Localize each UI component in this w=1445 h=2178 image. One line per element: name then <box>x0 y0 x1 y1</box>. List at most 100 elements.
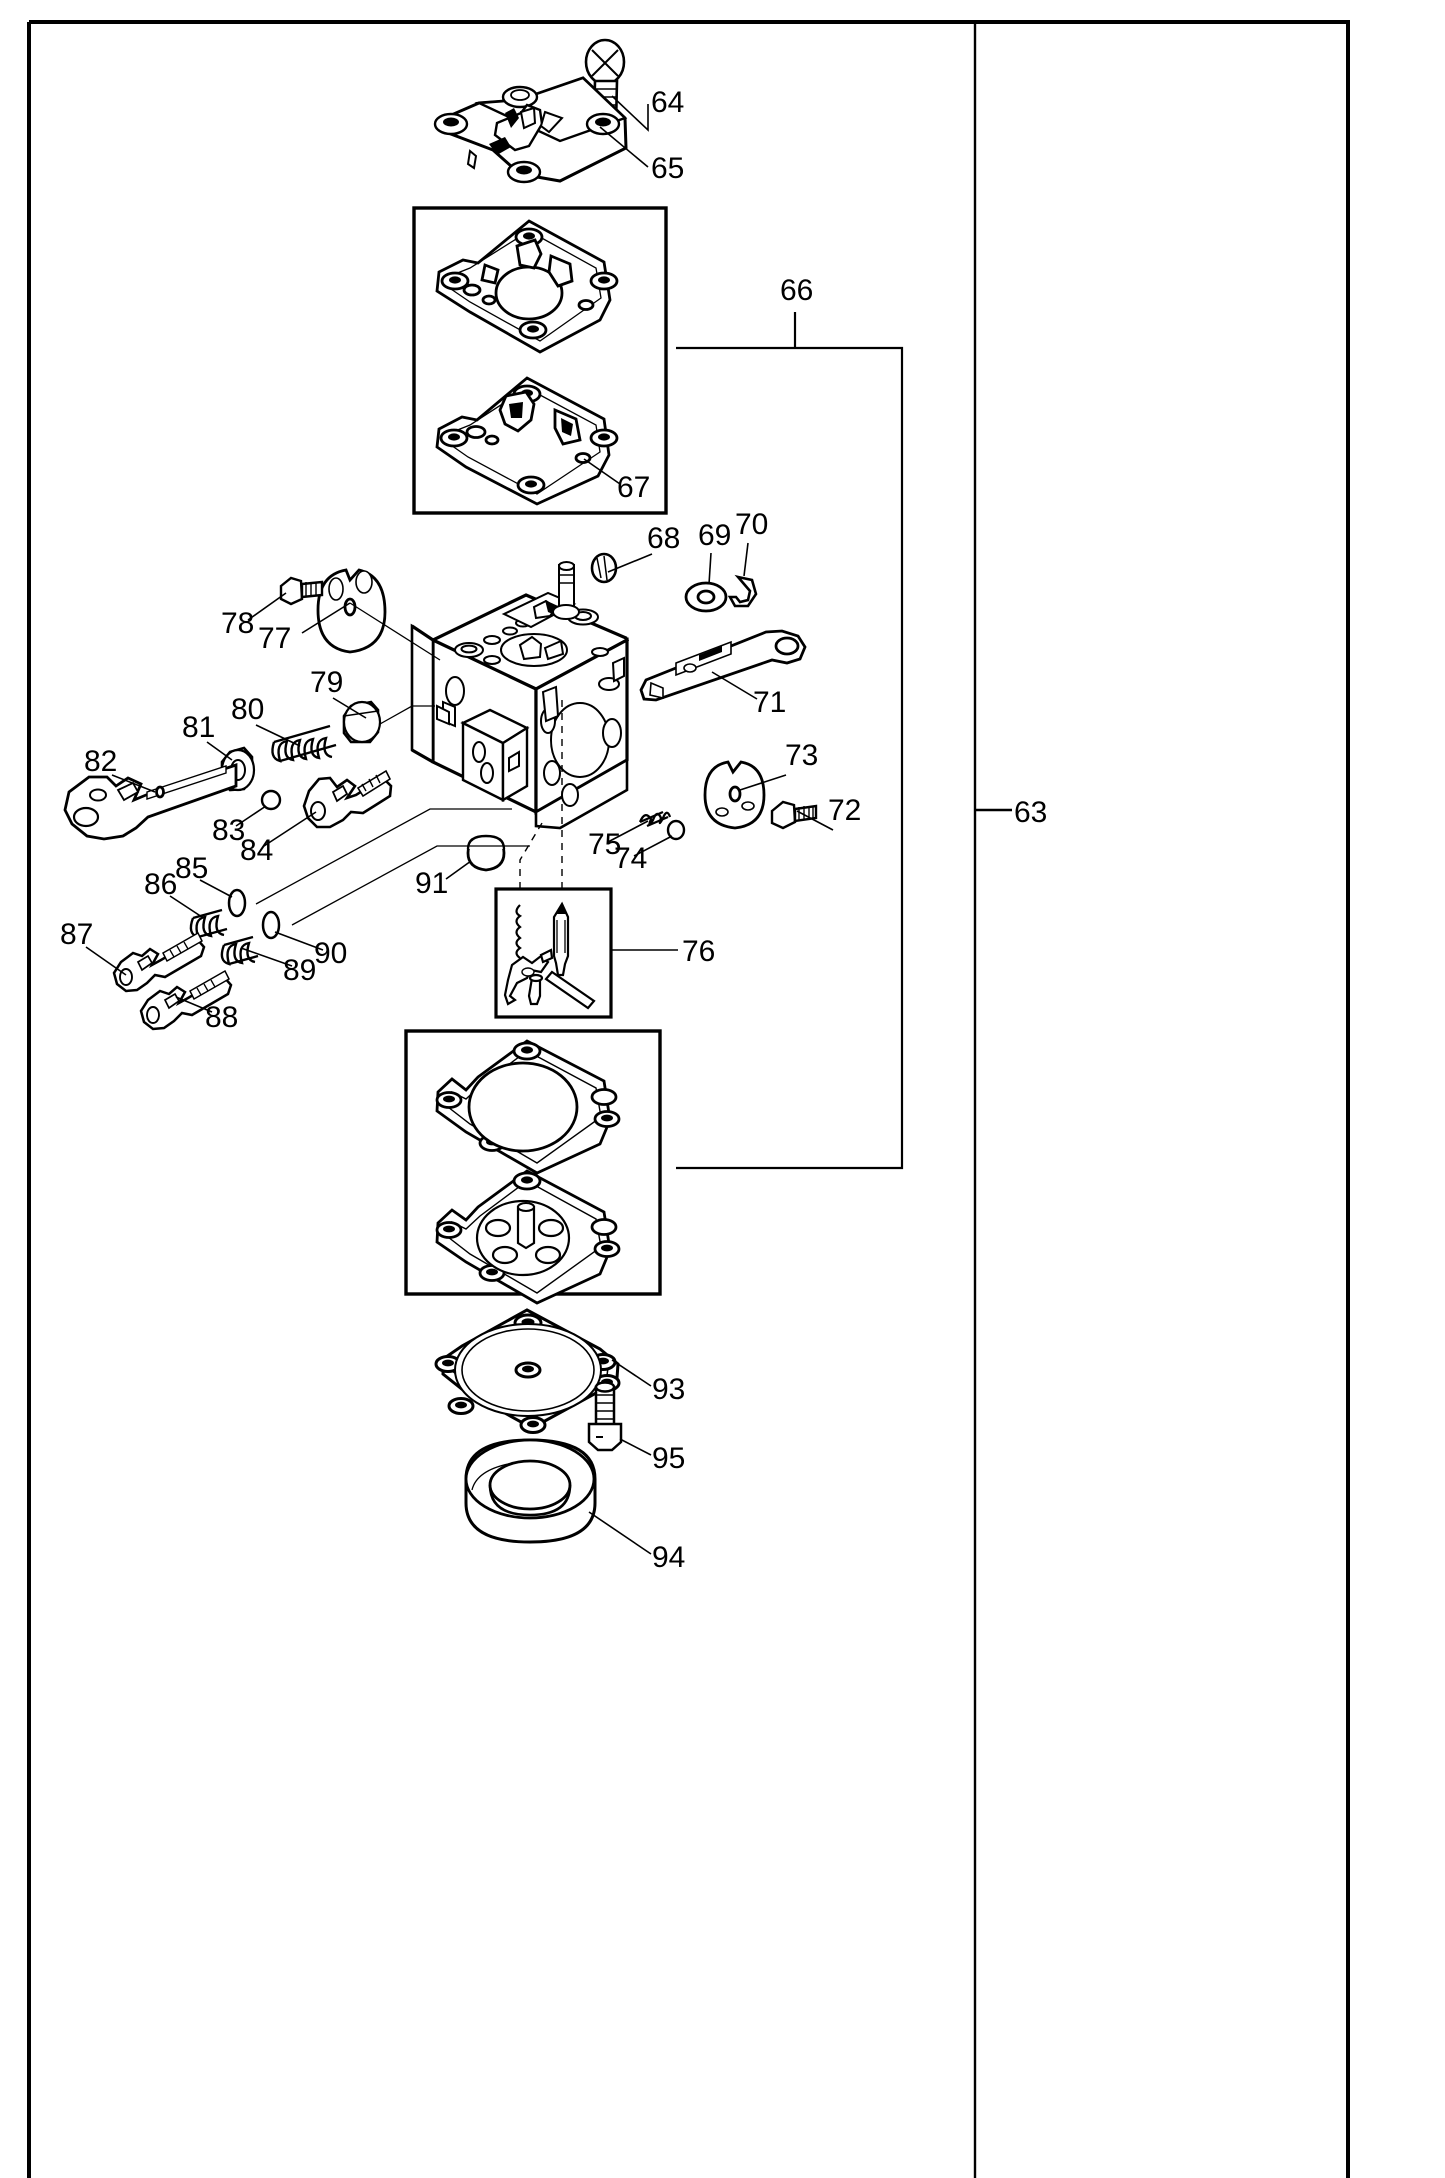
leader-85 <box>199 879 233 898</box>
sub-box-66-top <box>412 206 668 515</box>
callout-label-93: 93 <box>652 1373 685 1406</box>
leader-73 <box>739 774 787 791</box>
callout-label-86: 86 <box>144 868 177 901</box>
part-90-o-ring <box>261 910 281 940</box>
part-72-screw <box>770 800 818 830</box>
callout-label-87: 87 <box>60 918 93 951</box>
callout-label-77: 77 <box>258 622 291 655</box>
callout-label-69: 69 <box>698 519 731 552</box>
callout-label-91: 91 <box>415 867 448 900</box>
part-88-low-speed-needle <box>139 969 233 1031</box>
callout-label-75: 75 <box>588 828 621 861</box>
leader-84 <box>263 811 317 847</box>
part-95-screw <box>587 1381 623 1452</box>
callout-label-78: 78 <box>221 607 254 640</box>
leader-87 <box>85 946 127 976</box>
leader-81 <box>206 741 233 761</box>
assembly-guide-lines <box>255 602 530 926</box>
part-78-screw <box>279 576 324 606</box>
leader-72 <box>796 810 834 831</box>
leader-91 <box>445 860 472 880</box>
part-82-choke-shaft-lever <box>63 763 238 841</box>
part-87-high-speed-needle <box>112 931 206 993</box>
callout-label-73: 73 <box>785 739 818 772</box>
callout-label-85: 85 <box>175 852 208 885</box>
leader-94 <box>588 1511 652 1555</box>
part-84-idle-adjust-screw <box>302 769 393 829</box>
part-76-needle-valve-kit <box>503 901 596 1010</box>
callout-label-64: 64 <box>651 86 684 119</box>
part-66-gasket-upper <box>435 219 619 354</box>
leader-74 <box>633 835 673 857</box>
leader-71 <box>711 671 758 700</box>
bracket-63 <box>973 22 1012 2178</box>
part-79-cap <box>342 700 382 744</box>
part-70-e-clip <box>727 574 758 608</box>
leader-78 <box>247 592 287 621</box>
part-71-throttle-shaft <box>639 629 807 702</box>
callout-label-66: 66 <box>780 274 813 307</box>
part-85-o-ring <box>227 888 247 918</box>
part-77-choke-plate <box>316 568 387 654</box>
callout-label-90: 90 <box>314 937 347 970</box>
leader-86 <box>169 895 203 918</box>
part-73-throttle-plate <box>703 760 766 830</box>
leader-65 <box>599 126 649 168</box>
leader-95 <box>619 1438 652 1456</box>
callout-label-83: 83 <box>212 814 245 847</box>
part-66-metering-diaphragm <box>435 1169 621 1305</box>
leader-79 <box>332 697 367 719</box>
carb-body-left-face-details <box>436 676 530 803</box>
callout-label-68: 68 <box>647 522 680 555</box>
part-65-fuel-pump-cover <box>433 76 628 184</box>
callout-label-71: 71 <box>753 686 786 719</box>
callout-label-84: 84 <box>240 834 273 867</box>
leader-75 <box>607 820 649 843</box>
callout-label-89: 89 <box>283 954 316 987</box>
part-89-spring <box>220 935 259 966</box>
part-83-ball <box>260 789 282 811</box>
leader-88 <box>175 996 213 1013</box>
leader-64 <box>611 95 649 132</box>
part-67-pump-diaphragm <box>435 376 619 506</box>
bracket-66 <box>676 312 904 1170</box>
callout-label-81: 81 <box>182 711 215 744</box>
carb-body-right-face-details <box>540 656 625 807</box>
leader-68 <box>607 553 653 573</box>
part-93-metering-cover <box>434 1308 621 1434</box>
part-80-spring <box>271 724 337 763</box>
callout-label-70: 70 <box>735 508 768 541</box>
callout-label-74: 74 <box>614 842 647 875</box>
callout-label-76: 76 <box>682 935 715 968</box>
leader-76-parts-to-body <box>519 700 563 889</box>
leader-69 <box>708 552 712 585</box>
callout-label-65: 65 <box>651 152 684 185</box>
callout-label-95: 95 <box>652 1442 685 1475</box>
callout-label-72: 72 <box>828 794 861 827</box>
leader-77 <box>301 602 351 634</box>
callout-label-94: 94 <box>652 1541 685 1574</box>
callout-label-80: 80 <box>231 693 264 726</box>
part-94-seal-ring <box>464 1438 597 1544</box>
part-91-welch-plug-large <box>466 834 506 872</box>
part-69-washer <box>684 581 728 613</box>
part-68-welch-plug <box>590 552 618 584</box>
part-74-ball <box>666 819 686 841</box>
leader-90 <box>274 931 324 951</box>
carb-body-top-details <box>454 561 609 667</box>
leader-80 <box>255 724 301 747</box>
callout-label-88: 88 <box>205 1001 238 1034</box>
part-75-spring <box>638 810 672 828</box>
sub-box-76 <box>494 887 613 1019</box>
leader-67 <box>583 458 621 485</box>
leader-82 <box>111 774 156 793</box>
leader-83 <box>235 805 267 827</box>
callout-label-79: 79 <box>310 666 343 699</box>
leader-89 <box>240 947 293 967</box>
page-frame <box>27 20 1350 2178</box>
leader-70 <box>743 542 749 577</box>
leader-93 <box>611 1359 652 1387</box>
